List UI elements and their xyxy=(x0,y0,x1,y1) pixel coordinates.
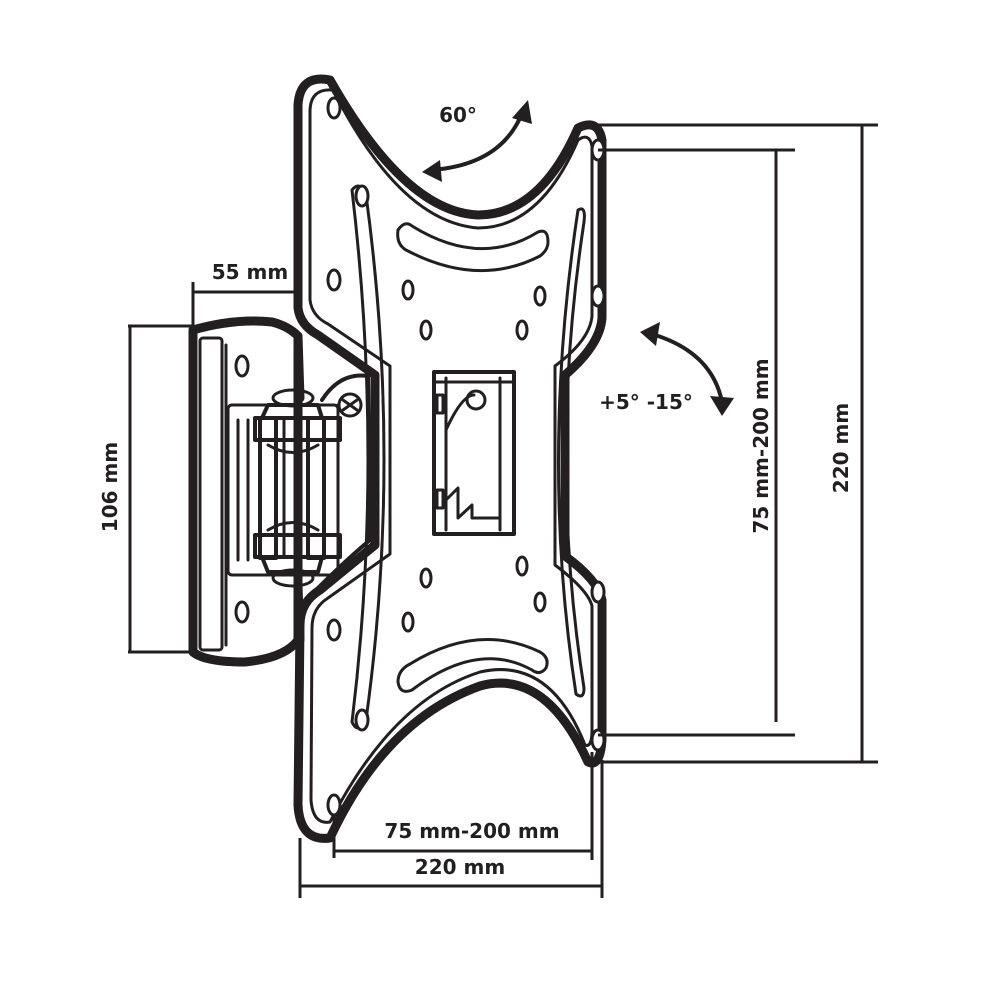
swivel-arrow xyxy=(422,100,532,182)
dimension-wall-plate-height xyxy=(128,324,193,654)
tilt-knob xyxy=(337,392,363,418)
vesa-width-range-label: 75 mm-200 mm xyxy=(384,819,559,843)
wall-plate-screw-hole-top xyxy=(234,354,250,378)
tilt-arrow xyxy=(640,322,734,416)
dimension-vesa-width xyxy=(332,752,594,860)
depth-label: 55 mm xyxy=(212,260,288,284)
plate-width-label: 220 mm xyxy=(415,855,505,879)
dimension-depth xyxy=(191,282,298,330)
wall-plate-height-label: 106 mm xyxy=(98,442,122,532)
dimension-plate-height xyxy=(598,123,878,764)
tilt-angle-label: +5° -15° xyxy=(599,390,693,414)
hinge-nut-bottom xyxy=(260,555,324,574)
vesa-plate xyxy=(293,74,607,843)
swivel-angle-label: 60° xyxy=(439,103,477,127)
vesa-height-range-label: 75 mm-200 mm xyxy=(749,358,773,533)
swivel-arm xyxy=(226,331,372,645)
dimension-plate-width xyxy=(298,760,604,898)
plate-height-label: 220 mm xyxy=(829,403,853,493)
wall-plate xyxy=(188,316,303,667)
wall-plate-screw-hole-bottom xyxy=(234,600,250,624)
tilt-bracket xyxy=(432,370,516,536)
dimension-vesa-height xyxy=(598,148,795,737)
